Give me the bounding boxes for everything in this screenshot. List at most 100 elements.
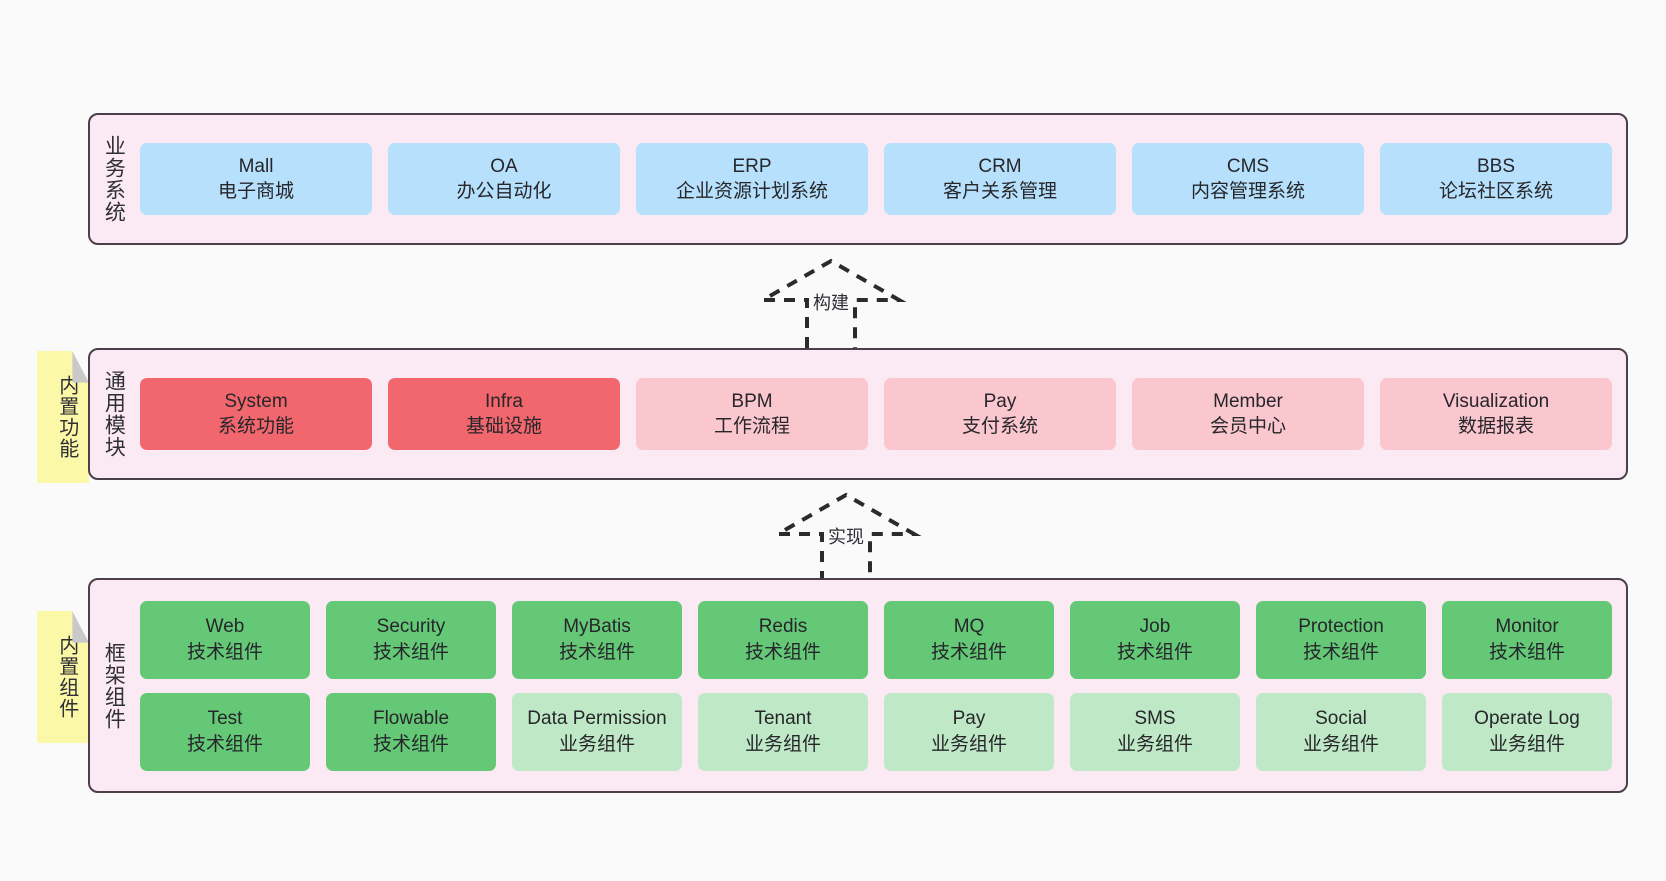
box-security[interactable]: Security 技术组件: [326, 600, 496, 679]
box-flowable[interactable]: Flowable 技术组件: [326, 692, 496, 771]
box-mall[interactable]: Mall 电子商城: [140, 143, 372, 215]
box-subtitle: 数据报表: [1457, 416, 1534, 437]
box-subtitle: 内容管理系统: [1190, 181, 1305, 202]
note-label: 内置组件: [55, 635, 78, 719]
layer-body-framework-component: Web 技术组件 Security 技术组件 MyBatis 技术组件 Redi…: [136, 580, 1626, 791]
box-erp[interactable]: ERP 企业资源计划系统: [636, 143, 868, 215]
box-cms[interactable]: CMS 内容管理系统: [1132, 143, 1364, 215]
box-subtitle: 技术组件: [744, 641, 821, 663]
connector-label: 实现: [828, 527, 864, 547]
box-title: Flowable: [372, 708, 450, 730]
box-subtitle: 业务组件: [930, 733, 1007, 755]
box-title: MyBatis: [563, 616, 631, 638]
box-title: Security: [376, 616, 446, 638]
box-subtitle: 客户关系管理: [942, 181, 1057, 202]
layer-title-common-module: 通用模块: [102, 370, 126, 458]
box-oa[interactable]: OA 办公自动化: [388, 143, 620, 215]
note-fold-corner-icon: [72, 611, 89, 643]
box-pay-component[interactable]: Pay 业务组件: [884, 692, 1054, 771]
box-title: Pay: [952, 708, 986, 730]
box-title: ERP: [732, 155, 772, 177]
note-builtin-components[interactable]: 内置组件: [37, 611, 89, 743]
box-row: Mall 电子商城 OA 办公自动化 ERP 企业资源计划系统 CRM 客户关系…: [140, 143, 1612, 215]
note-fold-corner-icon: [72, 351, 89, 383]
box-pay-module[interactable]: Pay 支付系统: [884, 378, 1116, 450]
box-title: Pay: [983, 390, 1017, 412]
box-visualization[interactable]: Visualization 数据报表: [1380, 378, 1612, 450]
box-subtitle: 技术组件: [930, 641, 1007, 663]
box-subtitle: 技术组件: [186, 641, 263, 663]
box-test[interactable]: Test 技术组件: [140, 692, 310, 771]
box-monitor[interactable]: Monitor 技术组件: [1442, 600, 1612, 679]
box-title: Protection: [1298, 616, 1384, 638]
box-infra[interactable]: Infra 基础设施: [388, 378, 620, 450]
connector-build: 构建: [755, 258, 907, 348]
box-subtitle: 业务组件: [744, 733, 821, 755]
layer-title-business-system: 业务系统: [102, 135, 126, 223]
box-subtitle: 技术组件: [1116, 641, 1193, 663]
layer-framework-component[interactable]: 框架组件 Web 技术组件 Security 技术组件 MyBatis 技术组件…: [88, 578, 1628, 793]
box-title: Data Permission: [527, 708, 667, 730]
box-member[interactable]: Member 会员中心: [1132, 378, 1364, 450]
box-title: Test: [207, 708, 243, 730]
box-subtitle: 技术组件: [372, 733, 449, 755]
box-title: Redis: [758, 616, 808, 638]
note-builtin-functions[interactable]: 内置功能: [37, 351, 89, 483]
box-title: Web: [205, 616, 245, 638]
box-row: Test 技术组件 Flowable 技术组件 Data Permission …: [140, 692, 1612, 771]
box-row: Web 技术组件 Security 技术组件 MyBatis 技术组件 Redi…: [140, 600, 1612, 679]
box-crm[interactable]: CRM 客户关系管理: [884, 143, 1116, 215]
box-data-permission[interactable]: Data Permission 业务组件: [512, 692, 682, 771]
box-title: System: [224, 390, 288, 412]
box-mybatis[interactable]: MyBatis 技术组件: [512, 600, 682, 679]
box-subtitle: 基础设施: [465, 416, 542, 437]
box-operate-log[interactable]: Operate Log 业务组件: [1442, 692, 1612, 771]
box-tenant[interactable]: Tenant 业务组件: [698, 692, 868, 771]
box-title: Member: [1213, 390, 1283, 412]
box-bbs[interactable]: BBS 论坛社区系统: [1380, 143, 1612, 215]
box-subtitle: 技术组件: [558, 641, 635, 663]
box-subtitle: 技术组件: [186, 733, 263, 755]
box-title: Visualization: [1442, 390, 1550, 412]
box-subtitle: 论坛社区系统: [1438, 181, 1553, 202]
layer-business-system[interactable]: 业务系统 Mall 电子商城 OA 办公自动化 ERP 企业资源计划系统 CRM…: [88, 113, 1628, 245]
box-web[interactable]: Web 技术组件: [140, 600, 310, 679]
box-title: SMS: [1134, 708, 1176, 730]
box-subtitle: 业务组件: [558, 733, 635, 755]
box-subtitle: 业务组件: [1488, 733, 1565, 755]
box-subtitle: 业务组件: [1116, 733, 1193, 755]
box-social[interactable]: Social 业务组件: [1256, 692, 1426, 771]
box-subtitle: 技术组件: [1488, 641, 1565, 663]
box-title: OA: [490, 155, 518, 177]
box-mq[interactable]: MQ 技术组件: [884, 600, 1054, 679]
box-title: Tenant: [754, 708, 812, 730]
box-title: Infra: [484, 390, 524, 412]
box-subtitle: 会员中心: [1209, 416, 1286, 437]
box-system[interactable]: System 系统功能: [140, 378, 372, 450]
box-title: CMS: [1226, 155, 1270, 177]
box-title: Operate Log: [1474, 708, 1580, 730]
box-title: Social: [1315, 708, 1367, 730]
layer-title-framework-component: 框架组件: [102, 641, 126, 730]
box-bpm[interactable]: BPM 工作流程: [636, 378, 868, 450]
box-protection[interactable]: Protection 技术组件: [1256, 600, 1426, 679]
connector-implement: 实现: [770, 492, 922, 582]
box-redis[interactable]: Redis 技术组件: [698, 600, 868, 679]
box-subtitle: 系统功能: [217, 416, 294, 437]
box-row: System 系统功能 Infra 基础设施 BPM 工作流程 Pay 支付系统…: [140, 378, 1612, 450]
layer-body-business-system: Mall 电子商城 OA 办公自动化 ERP 企业资源计划系统 CRM 客户关系…: [136, 115, 1626, 243]
box-subtitle: 工作流程: [713, 416, 790, 437]
box-sms[interactable]: SMS 业务组件: [1070, 692, 1240, 771]
box-subtitle: 技术组件: [1302, 641, 1379, 663]
box-subtitle: 办公自动化: [456, 181, 552, 202]
box-job[interactable]: Job 技术组件: [1070, 600, 1240, 679]
note-label: 内置功能: [55, 375, 78, 459]
layer-body-common-module: System 系统功能 Infra 基础设施 BPM 工作流程 Pay 支付系统…: [136, 350, 1626, 478]
box-title: BBS: [1476, 155, 1516, 177]
connector-label: 构建: [813, 293, 849, 313]
box-subtitle: 支付系统: [961, 416, 1038, 437]
box-title: Mall: [238, 155, 274, 177]
box-title: CRM: [978, 155, 1022, 177]
box-subtitle: 业务组件: [1302, 733, 1379, 755]
layer-common-module[interactable]: 通用模块 System 系统功能 Infra 基础设施 BPM 工作流程 Pay…: [88, 348, 1628, 480]
